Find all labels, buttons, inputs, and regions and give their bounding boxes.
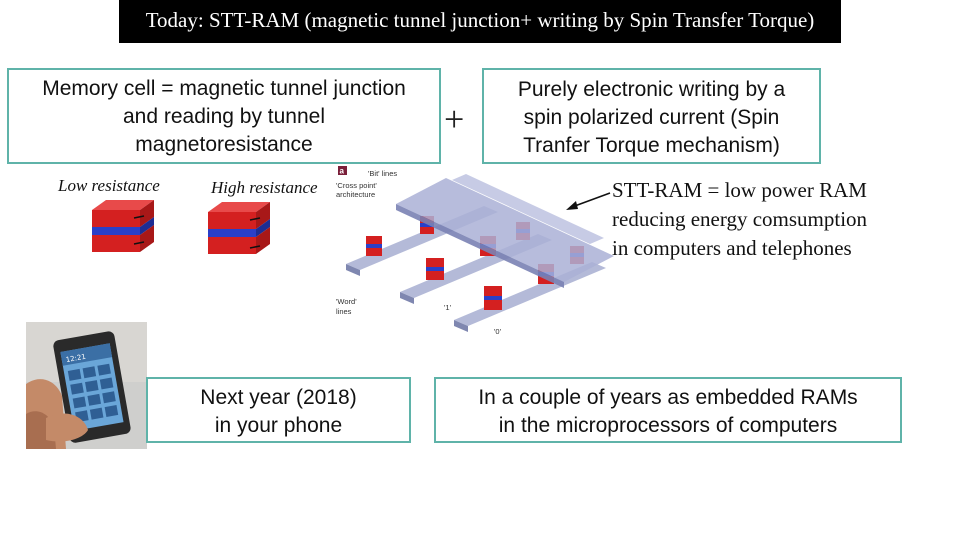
phone-body: 12:21 [53, 331, 131, 443]
memory-cell-line-1: Memory cell = magnetic tunnel junction [42, 77, 406, 100]
phone-screen-time: 12:21 [65, 353, 86, 364]
electronic-writing-box: Purely electronic writing by a spin pola… [482, 68, 821, 164]
embedded-ram-box: In a couple of years as embedded RAMs in… [434, 377, 902, 443]
stt-ram-note-line-1: STT-RAM = low power RAM [612, 178, 867, 202]
stt-ram-note-line-2: reducing energy comsumption [612, 207, 868, 231]
slide-title: Today: STT-RAM (magnetic tunnel junction… [119, 0, 841, 43]
cross-point-label-2: architecture [336, 190, 375, 199]
memory-cell-line-3: magnetoresistance [135, 133, 313, 156]
next-year-line-2: in your phone [214, 414, 343, 437]
word-lines-label-2: lines [336, 307, 352, 316]
low-resistance-junction-illustration [92, 200, 154, 252]
zero-state-label: '0' [494, 327, 502, 336]
high-resistance-junction-illustration [208, 202, 270, 254]
stt-ram-note-line-3: in computers and telephones [612, 236, 852, 260]
memory-cell-line-2: and reading by tunnel [123, 105, 325, 128]
cross-point-label-1: 'Cross point' [336, 181, 377, 190]
next-year-box: Next year (2018) in your phone [146, 377, 411, 443]
electronic-writing-line-2: spin polarized current (Spin [523, 106, 780, 129]
stt-ram-note: STT-RAM = low power RAM reducing energy … [612, 176, 932, 263]
electronic-writing-line-3: Tranfer Torque mechanism) [523, 134, 780, 157]
cross-point-architecture-diagram: a 'Bit' lines 'Cross point' architecture… [336, 166, 614, 336]
plus-sign: + [444, 99, 465, 139]
embedded-ram-line-1: In a couple of years as embedded RAMs [478, 386, 858, 409]
memory-cell-box: Memory cell = magnetic tunnel junction a… [7, 68, 441, 164]
phone-in-hand-photo: 12:21 [26, 322, 147, 449]
high-resistance-label: High resistance [211, 178, 318, 197]
pointer-arrow-icon [566, 192, 611, 210]
bit-lines-label: 'Bit' lines [368, 169, 397, 178]
word-lines-label-1: 'Word' [336, 297, 357, 306]
panel-letter-box [338, 166, 347, 175]
panel-letter: a [340, 167, 345, 176]
embedded-ram-line-2: in the microprocessors of computers [498, 414, 838, 437]
bit-lines [396, 174, 614, 288]
one-state-label: '1' [444, 303, 452, 312]
low-resistance-label: Low resistance [58, 176, 160, 195]
electronic-writing-line-1: Purely electronic writing by a [517, 78, 786, 101]
next-year-line-1: Next year (2018) [200, 386, 357, 409]
